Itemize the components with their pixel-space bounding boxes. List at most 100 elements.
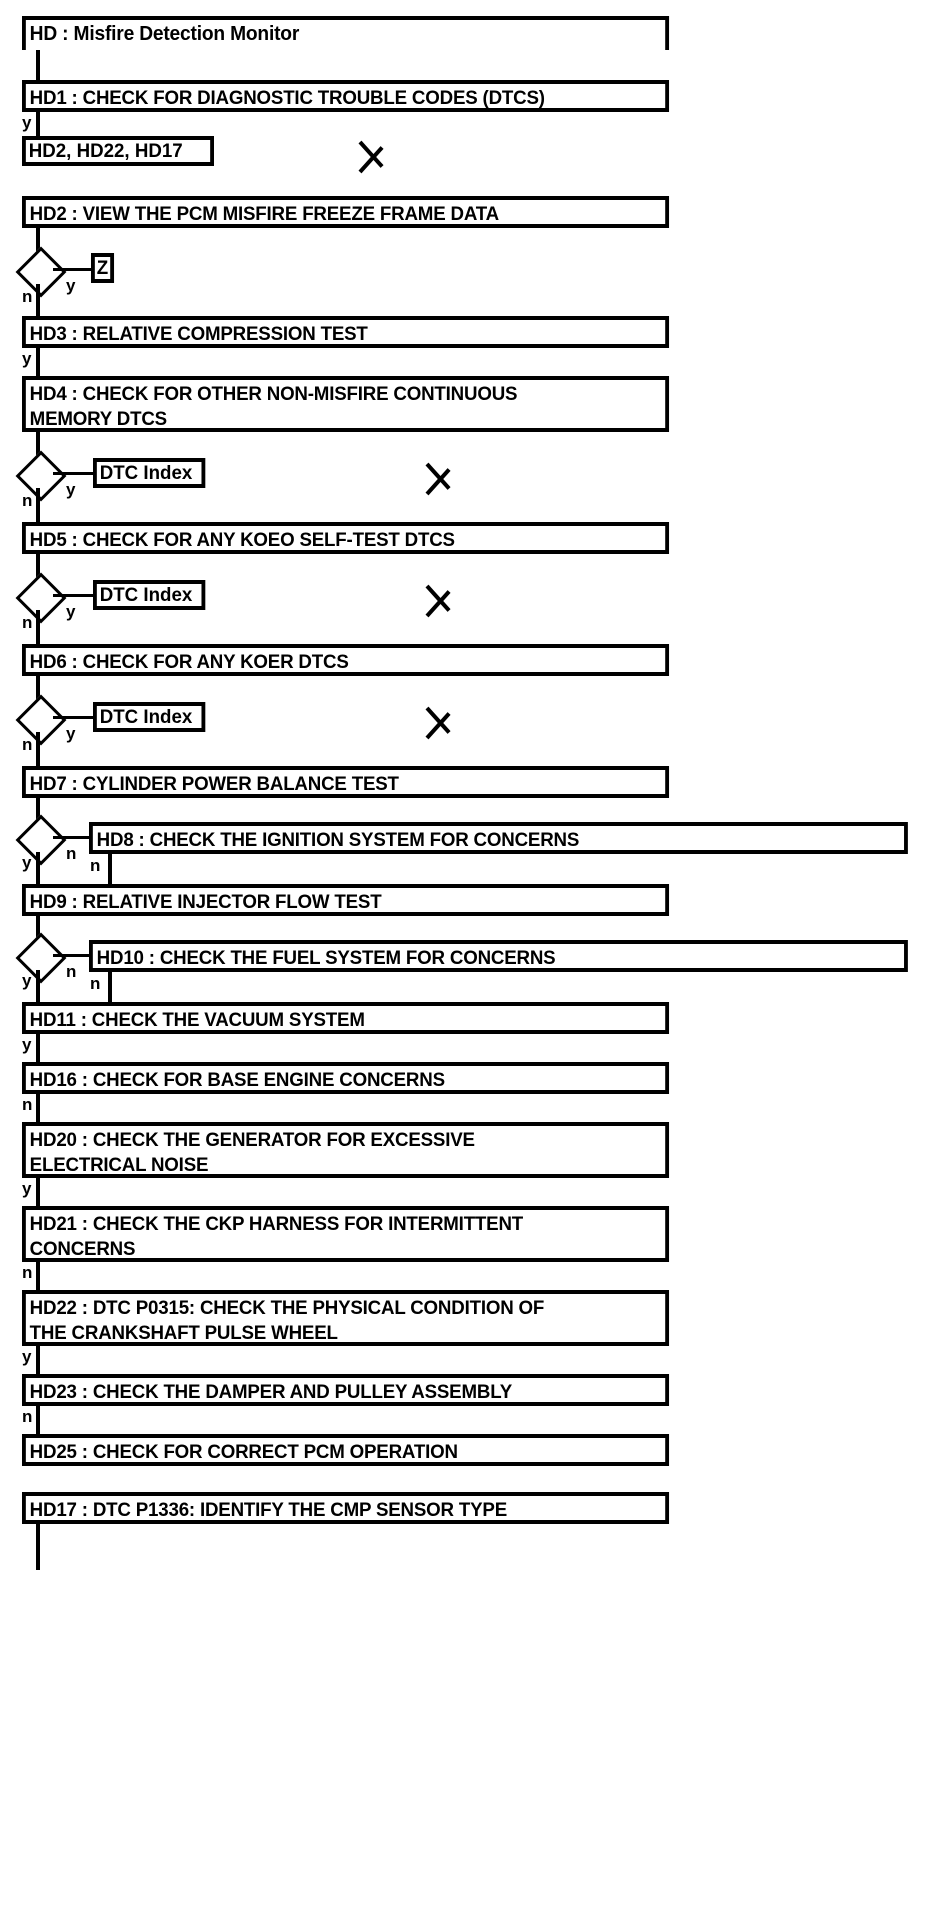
- connector-hd1-to-refs: [36, 112, 40, 136]
- edge-label-hd10-n: n: [90, 974, 101, 993]
- node-hd21-label: HD21 : CHECK THE CKP HARNESS FOR INTERMI…: [29, 1213, 524, 1260]
- node-hd4-label: HD4 : CHECK FOR OTHER NON-MISFIRE CONTIN…: [29, 383, 518, 430]
- node-hd23[interactable]: HD23 : CHECK THE DAMPER AND PULLEY ASSEM…: [22, 1374, 670, 1406]
- connector-hd-to-hd1: [36, 50, 40, 80]
- node-hd3[interactable]: HD3 : RELATIVE COMPRESSION TEST: [22, 316, 670, 348]
- node-hd9-label: HD9 : RELATIVE INJECTOR FLOW TEST: [29, 891, 382, 913]
- node-hd23-label: HD23 : CHECK THE DAMPER AND PULLEY ASSEM…: [29, 1381, 513, 1403]
- ref-box-dtc-index-1[interactable]: DTC Index: [93, 458, 206, 488]
- edge-label-hd6-y: y: [66, 724, 76, 743]
- node-hd10[interactable]: HD10 : CHECK THE FUEL SYSTEM FOR CONCERN…: [89, 940, 908, 972]
- offpage-chevron-2: [425, 450, 455, 506]
- ref-box-z[interactable]: Z: [91, 253, 115, 283]
- ref-box-dtc-index-1-label: DTC Index: [99, 462, 193, 484]
- connector-hd6-to-diamond: [36, 676, 40, 702]
- ref-box-dtc-index-3[interactable]: DTC Index: [93, 702, 206, 732]
- connector-hd9-to-diamond: [36, 916, 40, 940]
- node-hd22[interactable]: HD22 : DTC P0315: CHECK THE PHYSICAL CON…: [22, 1290, 670, 1346]
- offpage-chevron-3: [425, 572, 455, 628]
- edge-label-hd11-y: y: [22, 1035, 32, 1054]
- node-hd7[interactable]: HD7 : CYLINDER POWER BALANCE TEST: [22, 766, 670, 798]
- node-hd7-label: HD7 : CYLINDER POWER BALANCE TEST: [29, 773, 399, 795]
- node-hd-title-label: HD : Misfire Detection Monitor: [29, 23, 300, 45]
- connector-hd8-n-to-hd9: [108, 854, 112, 884]
- offpage-chevron-4: [425, 694, 455, 750]
- node-hd2-label: HD2 : VIEW THE PCM MISFIRE FREEZE FRAME …: [29, 203, 499, 225]
- node-hd-title[interactable]: HD : Misfire Detection Monitor: [22, 16, 670, 50]
- offpage-chevron-1: [358, 128, 388, 184]
- node-hd9[interactable]: HD9 : RELATIVE INJECTOR FLOW TEST: [22, 884, 670, 916]
- node-hd25-label: HD25 : CHECK FOR CORRECT PCM OPERATION: [29, 1441, 458, 1463]
- node-hd16[interactable]: HD16 : CHECK FOR BASE ENGINE CONCERNS: [22, 1062, 670, 1094]
- node-hd8[interactable]: HD8 : CHECK THE IGNITION SYSTEM FOR CONC…: [89, 822, 908, 854]
- ref-box-dtc-index-3-label: DTC Index: [99, 706, 193, 728]
- connector-hd16-to-hd20: [36, 1094, 40, 1122]
- edge-label-hd4-y: y: [66, 480, 76, 499]
- connector-hd10-n-to-hd11: [108, 972, 112, 1002]
- node-hd20-label: HD20 : CHECK THE GENERATOR FOR EXCESSIVE…: [29, 1129, 475, 1176]
- edge-label-hd7-n: n: [66, 844, 77, 863]
- node-hd5-label: HD5 : CHECK FOR ANY KOEO SELF-TEST DTCS: [29, 529, 455, 551]
- ref-box-hd1-targets-label: HD2, HD22, HD17: [28, 140, 183, 162]
- node-hd6-label: HD6 : CHECK FOR ANY KOER DTCS: [29, 651, 349, 673]
- node-hd17-label: HD17 : DTC P1336: IDENTIFY THE CMP SENSO…: [29, 1499, 508, 1521]
- branch-hd9-n-line: [53, 954, 93, 957]
- edge-label-hd16-n: n: [22, 1095, 33, 1114]
- connector-hd22-to-hd23: [36, 1346, 40, 1374]
- connector-hd20-to-hd21: [36, 1178, 40, 1206]
- edge-label-hd9-n: n: [66, 962, 77, 981]
- branch-hd5-y-line: [53, 594, 93, 597]
- branch-hd4-y-line: [53, 472, 93, 475]
- edge-label-hd2-y: y: [66, 276, 76, 295]
- connector-hd17-out: [36, 1524, 40, 1570]
- node-hd16-label: HD16 : CHECK FOR BASE ENGINE CONCERNS: [29, 1069, 445, 1091]
- edge-label-hd23-n: n: [22, 1407, 33, 1426]
- node-hd25[interactable]: HD25 : CHECK FOR CORRECT PCM OPERATION: [22, 1434, 670, 1466]
- connector-hd3-to-hd4: [36, 348, 40, 376]
- edge-label-hd5-n: n: [22, 613, 33, 632]
- ref-box-dtc-index-2[interactable]: DTC Index: [93, 580, 206, 610]
- connector-hd6-n-to-hd7: [36, 732, 40, 766]
- edge-label-hd22-y: y: [22, 1347, 32, 1366]
- edge-label-hd3-y: y: [22, 349, 32, 368]
- connector-hd4-to-diamond: [36, 432, 40, 458]
- edge-label-hd5-y: y: [66, 602, 76, 621]
- connector-hd11-to-hd16: [36, 1034, 40, 1062]
- edge-label-hd4-n: n: [22, 491, 33, 510]
- edge-label-hd6-n: n: [22, 735, 33, 754]
- node-hd4[interactable]: HD4 : CHECK FOR OTHER NON-MISFIRE CONTIN…: [22, 376, 670, 432]
- edge-label-hd7-y: y: [22, 853, 32, 872]
- edge-label-hd9-y: y: [22, 971, 32, 990]
- ref-box-z-label: Z: [96, 257, 109, 279]
- ref-box-hd1-targets[interactable]: HD2, HD22, HD17: [22, 136, 214, 166]
- connector-hd9-y-to-hd11: [36, 970, 40, 1002]
- edge-label-hd2-n: n: [22, 287, 33, 306]
- edge-label-hd20-y: y: [22, 1179, 32, 1198]
- connector-hd23-to-hd25: [36, 1406, 40, 1434]
- node-hd10-label: HD10 : CHECK THE FUEL SYSTEM FOR CONCERN…: [96, 947, 556, 969]
- node-hd8-label: HD8 : CHECK THE IGNITION SYSTEM FOR CONC…: [96, 829, 580, 851]
- node-hd17[interactable]: HD17 : DTC P1336: IDENTIFY THE CMP SENSO…: [22, 1492, 670, 1524]
- connector-hd2-n-to-hd3: [36, 284, 40, 316]
- node-hd11[interactable]: HD11 : CHECK THE VACUUM SYSTEM: [22, 1002, 670, 1034]
- node-hd6[interactable]: HD6 : CHECK FOR ANY KOER DTCS: [22, 644, 670, 676]
- edge-label-hd21-n: n: [22, 1263, 33, 1282]
- connector-hd7-y-to-hd9: [36, 852, 40, 884]
- ref-box-dtc-index-2-label: DTC Index: [99, 584, 193, 606]
- edge-label-hd8-n: n: [90, 856, 101, 875]
- node-hd1[interactable]: HD1 : CHECK FOR DIAGNOSTIC TROUBLE CODES…: [22, 80, 670, 112]
- node-hd5[interactable]: HD5 : CHECK FOR ANY KOEO SELF-TEST DTCS: [22, 522, 670, 554]
- branch-hd2-y-line: [53, 268, 91, 271]
- connector-hd21-to-hd22: [36, 1262, 40, 1290]
- node-hd2[interactable]: HD2 : VIEW THE PCM MISFIRE FREEZE FRAME …: [22, 196, 670, 228]
- branch-hd6-y-line: [53, 716, 93, 719]
- node-hd20[interactable]: HD20 : CHECK THE GENERATOR FOR EXCESSIVE…: [22, 1122, 670, 1178]
- node-hd21[interactable]: HD21 : CHECK THE CKP HARNESS FOR INTERMI…: [22, 1206, 670, 1262]
- node-hd11-label: HD11 : CHECK THE VACUUM SYSTEM: [29, 1009, 365, 1031]
- connector-hd2-to-diamond: [36, 228, 40, 254]
- node-hd22-label: HD22 : DTC P0315: CHECK THE PHYSICAL CON…: [29, 1297, 545, 1344]
- connector-hd4-n-to-hd5: [36, 488, 40, 522]
- node-hd1-label: HD1 : CHECK FOR DIAGNOSTIC TROUBLE CODES…: [29, 87, 545, 109]
- branch-hd7-n-line: [53, 836, 93, 839]
